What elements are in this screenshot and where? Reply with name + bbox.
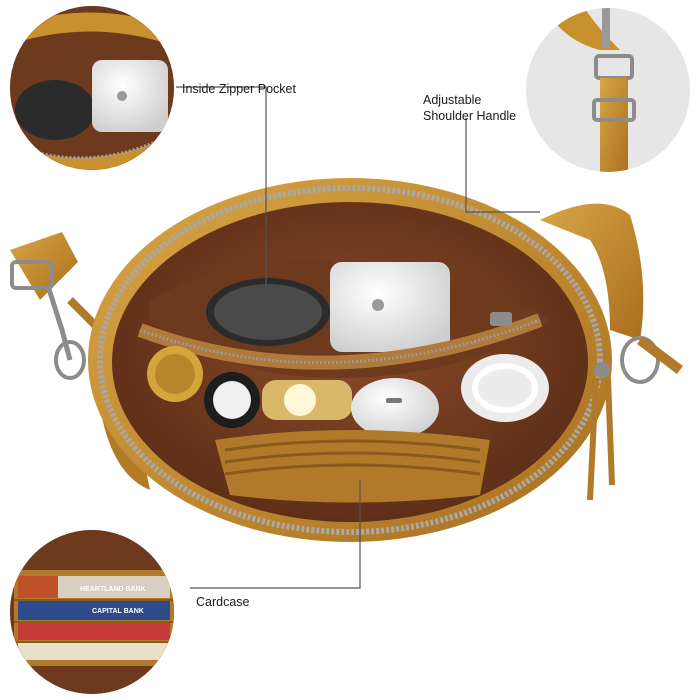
right-strap	[540, 203, 683, 384]
callout-handle-line2: Shoulder Handle	[423, 109, 517, 123]
charger	[330, 262, 450, 352]
card-capital-text: CAPITAL BANK	[92, 608, 144, 615]
callout-lines	[176, 86, 540, 589]
main-bag	[10, 178, 683, 542]
callout-handle-line1: Adjustable	[423, 93, 482, 107]
inner-zipper-pocket	[137, 259, 550, 379]
bag-items	[147, 346, 549, 438]
callout-inside-zipper-pocket: Inside Zipper Pocket	[182, 82, 296, 96]
callout-line-cardcase	[190, 480, 361, 589]
detail-cardcase: HEARTLAND BANK CAPITAL BANK	[10, 530, 174, 694]
card-heartland-text: HEARTLAND BANK	[80, 586, 146, 593]
earbuds-case	[351, 378, 439, 438]
callout-line-handle	[465, 118, 540, 213]
detail-zipper-pocket	[10, 6, 174, 170]
callout-line-zipper	[176, 86, 267, 290]
card-slots	[215, 430, 490, 503]
callout-adjustable-shoulder-handle: Adjustable Shoulder Handle	[423, 92, 516, 124]
main-zipper	[97, 185, 603, 535]
card-capital	[18, 600, 170, 620]
detail-shoulder-handle	[526, 8, 690, 172]
callout-cardcase: Cardcase	[196, 595, 250, 609]
zipper-pulls	[587, 362, 615, 501]
pocket-zipper-pull	[490, 312, 512, 326]
left-strap	[10, 232, 103, 380]
